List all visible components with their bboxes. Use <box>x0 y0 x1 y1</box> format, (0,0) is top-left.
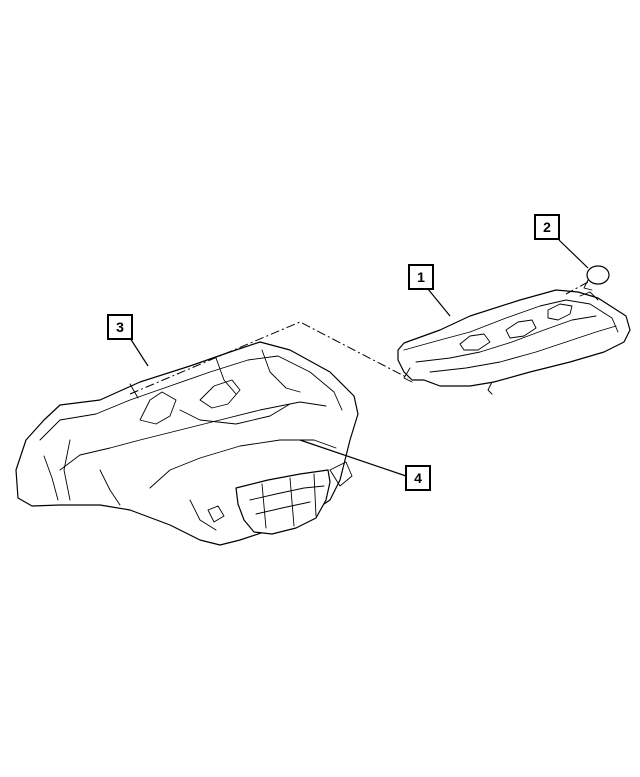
leader-4 <box>299 439 407 477</box>
leader-2 <box>558 239 589 269</box>
part-1-inner-panel <box>397 289 631 395</box>
callout-1-label: 1 <box>417 269 425 285</box>
callout-3-label: 3 <box>116 319 124 335</box>
leader-3 <box>129 337 149 367</box>
callout-2-label: 2 <box>543 219 551 235</box>
callout-1: 1 <box>408 264 434 290</box>
callout-4-label: 4 <box>414 470 422 486</box>
part-4-trunk-tub <box>235 469 331 535</box>
callout-4: 4 <box>405 465 431 491</box>
part-2-plug <box>565 265 610 295</box>
callout-3: 3 <box>107 314 133 340</box>
leader-1 <box>427 288 451 317</box>
callout-2: 2 <box>534 214 560 240</box>
